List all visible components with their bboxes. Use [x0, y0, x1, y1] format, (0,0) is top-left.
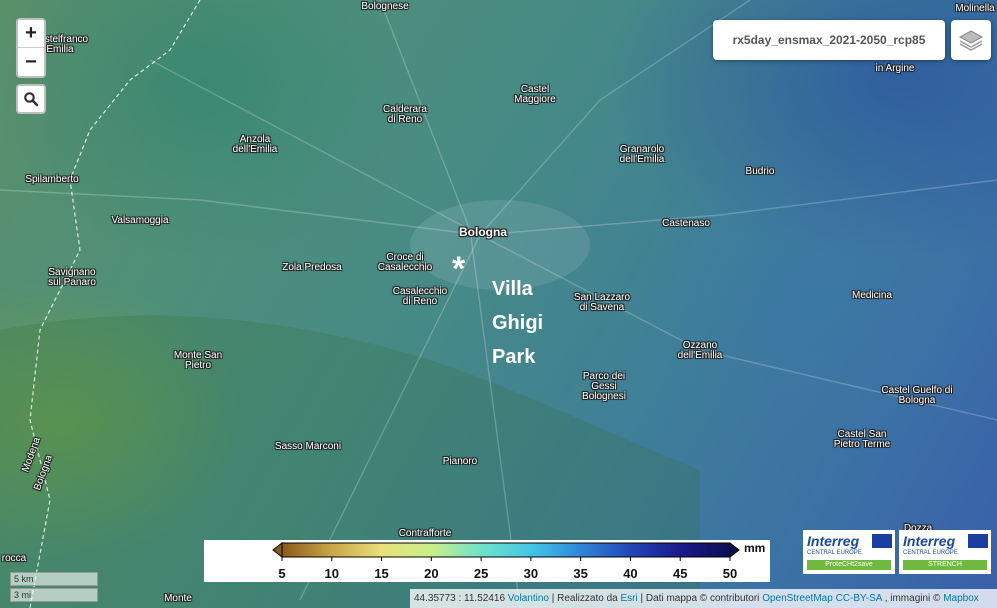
- magnifier-icon: [24, 92, 39, 107]
- legend-tick-label: 35: [573, 566, 587, 581]
- place-label: Budrio: [745, 166, 775, 177]
- zoom-out-button[interactable]: −: [25, 50, 37, 73]
- place-label: Sasso Marconi: [274, 441, 342, 452]
- dati-text: | Dati mappa © contributori: [640, 593, 760, 604]
- villa-label-line-2: Ghigi: [492, 312, 544, 334]
- place-label: Medicina: [851, 290, 893, 301]
- interreg-logo-strench: Interreg CENTRAL EUROPE STRENCH: [899, 530, 991, 574]
- legend-tick-label: 20: [424, 566, 438, 581]
- scale-bar-km: 5 km: [10, 572, 98, 586]
- zoom-control: + −: [16, 18, 46, 78]
- immagini-text: , immagini ©: [884, 593, 941, 604]
- place-label: Valsamoggia: [111, 215, 169, 226]
- legend-max-arrow: [729, 541, 740, 559]
- legend-tick-label: 40: [623, 566, 637, 581]
- attribution-bar: 44.35773 : 11.52416 Volantino | Realizza…: [410, 589, 997, 608]
- legend-min-arrow: [272, 541, 283, 559]
- mapbox-link[interactable]: Mapbox: [943, 593, 979, 604]
- villa-label-line-1: Villa: [492, 278, 533, 300]
- legend-gradient: [281, 542, 731, 558]
- place-label: Spilamberto: [25, 174, 79, 185]
- legend-tick-label: 10: [325, 566, 339, 581]
- legend-tick-label: 25: [474, 566, 488, 581]
- volantino-link[interactable]: Volantino: [507, 593, 549, 604]
- layers-icon: [958, 30, 984, 51]
- realizzato-text: | Realizzato da: [551, 593, 618, 604]
- osm-link[interactable]: OpenStreetMap: [762, 593, 833, 604]
- zoom-in-button[interactable]: +: [18, 20, 44, 48]
- legend-unit: mm: [744, 541, 766, 555]
- active-layer-title: rx5day_ensmax_2021-2050_rcp85: [713, 20, 945, 60]
- place-label: Zola Predosa: [282, 262, 342, 273]
- villa-label-line-3: Park: [492, 346, 536, 368]
- interreg-logo-protecht2save: Interreg CENTRAL EUROPE ProteCHt2save: [803, 530, 895, 574]
- place-label: rocca: [1, 553, 27, 564]
- license-link[interactable]: CC-BY-SA: [835, 593, 882, 604]
- color-legend: 5 10 15 20 25 30 35 40 45 50 mm: [204, 540, 770, 582]
- scale-bar-mi: 3 mi: [10, 588, 98, 602]
- logo-sub: CENTRAL EUROPE: [903, 550, 958, 556]
- legend-tick-label: 50: [723, 566, 737, 581]
- legend-tick-label: 30: [524, 566, 538, 581]
- eu-flag-icon: [872, 534, 892, 548]
- place-label: Bolognese: [361, 1, 409, 12]
- logo-name: Interreg: [807, 533, 860, 549]
- place-label: Dozza: [903, 523, 933, 534]
- legend-tick-label: 5: [278, 566, 285, 581]
- place-label: Molinella: [955, 3, 995, 14]
- legend-tick-label: 15: [374, 566, 388, 581]
- legend-tick-label: 45: [673, 566, 687, 581]
- layers-button[interactable]: [951, 20, 991, 60]
- place-label: Monte: [164, 593, 192, 604]
- search-button[interactable]: [16, 84, 46, 114]
- place-label: in Argine: [875, 63, 915, 74]
- place-label: Castenaso: [662, 218, 710, 229]
- legend-colorbar: 5 10 15 20 25 30 35 40 45 50: [272, 541, 740, 581]
- place-label: Contrafforte: [398, 528, 452, 539]
- villa-ghigi-marker[interactable]: *: [452, 250, 466, 288]
- esri-link[interactable]: Esri: [620, 593, 638, 604]
- place-label: Bologna: [459, 225, 507, 239]
- logo-name: Interreg: [903, 533, 956, 549]
- logo-tag: ProteCHt2save: [807, 560, 891, 570]
- logo-tag: STRENCH: [903, 560, 987, 570]
- cursor-coordinates: 44.35773 : 11.52416: [414, 593, 506, 604]
- logo-sub: CENTRAL EUROPE: [807, 550, 862, 556]
- place-label: Pianoro: [442, 456, 478, 467]
- villa-ghigi-label: Villa Ghigi Park: [492, 272, 543, 374]
- eu-flag-icon: [968, 534, 988, 548]
